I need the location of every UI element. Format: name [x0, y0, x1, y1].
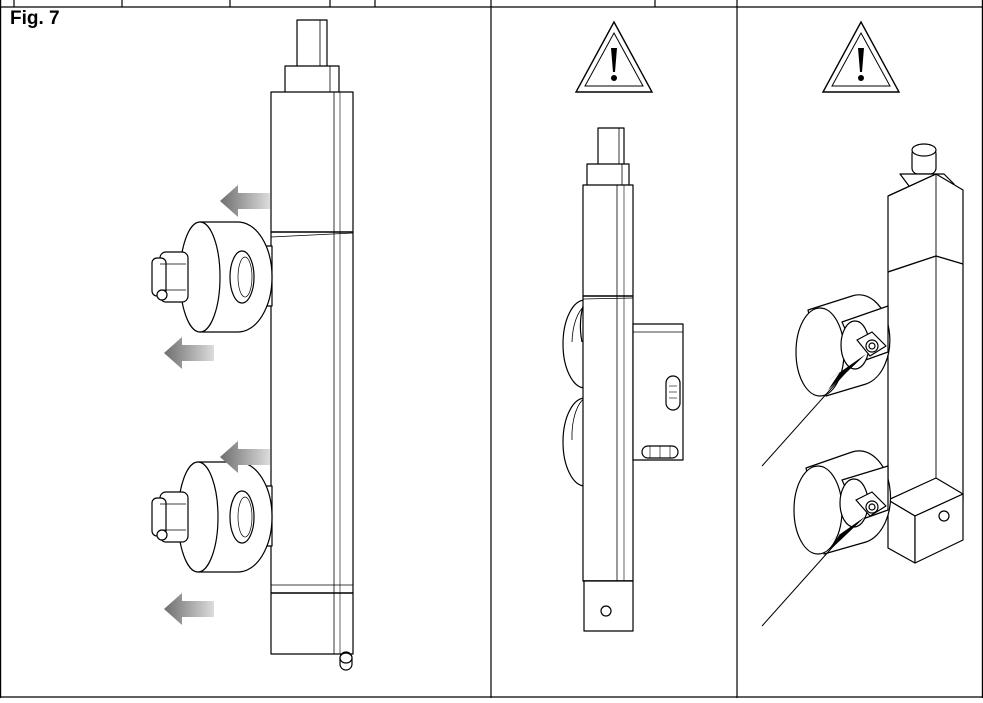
upper-roller	[151, 221, 273, 333]
header-row-remnant	[13, 0, 656, 7]
detail-lower-roller	[793, 450, 892, 555]
shaft-body	[270, 91, 354, 655]
panel-dismount-rollers	[151, 19, 354, 671]
bottom-knob	[339, 651, 353, 671]
top-pin	[284, 19, 340, 95]
panel-detail-view	[761, 143, 964, 627]
figure-label: Fig. 7	[10, 8, 60, 29]
detail-shaft	[887, 173, 964, 564]
lower-roller	[151, 461, 273, 573]
pointer-arrow-icon-upper	[826, 352, 866, 390]
pointer-arrow-icon-lower	[826, 514, 866, 552]
arrow-icon-pull-upper-1	[220, 185, 270, 217]
warning-icon-panel-2	[574, 20, 654, 93]
arrow-icon-pull-upper-2	[164, 337, 214, 369]
panel-side-view	[562, 127, 684, 632]
arrow-icon-pull-lower-2	[164, 593, 214, 625]
pointer-line-upper	[761, 371, 847, 467]
detail-upper-roller	[795, 294, 891, 397]
warning-icon-panel-3	[821, 20, 901, 93]
